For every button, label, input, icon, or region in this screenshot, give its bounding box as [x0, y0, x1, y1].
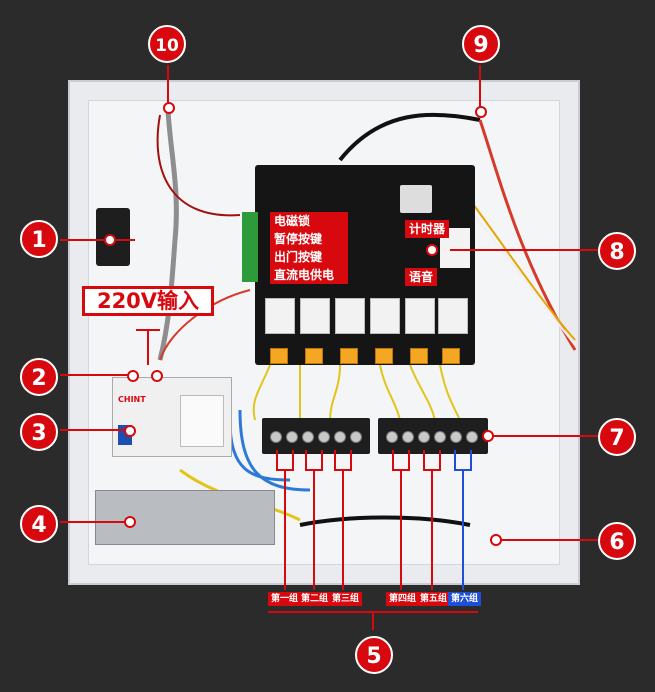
- fuse: [375, 348, 393, 364]
- relay: [265, 298, 295, 334]
- callout-9: 9: [462, 25, 500, 63]
- green-terminal-block: [242, 212, 258, 282]
- connection-point: [490, 534, 502, 546]
- group-label-3: 第三组: [329, 592, 363, 606]
- group-label-2: 第二组: [298, 592, 332, 606]
- connection-point: [426, 244, 438, 256]
- callout-8: 8: [598, 232, 636, 270]
- connection-point: [104, 234, 116, 246]
- fuse: [340, 348, 358, 364]
- breaker-brand: CHINT: [118, 395, 146, 404]
- input-voltage-label: 220V输入: [82, 286, 214, 316]
- connection-point: [163, 102, 175, 114]
- group-label-6: 第六组: [448, 592, 482, 606]
- label-exit-button: 出门按键: [270, 248, 348, 266]
- terminal-screw: [466, 431, 478, 443]
- relay: [300, 298, 330, 334]
- relay: [335, 298, 365, 334]
- terminal-screw: [386, 431, 398, 443]
- group-label-1: 第一组: [268, 592, 302, 606]
- power-socket: [180, 395, 224, 447]
- callout-2: 2: [20, 358, 58, 396]
- callout-3: 3: [20, 413, 58, 451]
- callout-4: 4: [20, 505, 58, 543]
- fuse: [442, 348, 460, 364]
- terminal-screw: [402, 431, 414, 443]
- label-voice: 语音: [405, 268, 438, 286]
- label-timer: 计时器: [405, 220, 450, 238]
- terminal-screw: [450, 431, 462, 443]
- callout-7: 7: [598, 418, 636, 456]
- group-label-5: 第五组: [417, 592, 451, 606]
- label-electromagnetic-lock: 电磁锁: [270, 212, 348, 230]
- terminal-screw: [318, 431, 330, 443]
- label-pause-button: 暂停按键: [270, 230, 348, 248]
- connection-point: [482, 430, 494, 442]
- relay: [405, 298, 435, 334]
- terminal-screw: [434, 431, 446, 443]
- terminal-screw: [270, 431, 282, 443]
- terminal-screw: [302, 431, 314, 443]
- terminal-screw: [350, 431, 362, 443]
- callout-1: 1: [20, 220, 58, 258]
- terminal-screw: [418, 431, 430, 443]
- relay: [370, 298, 400, 334]
- terminal-screw: [286, 431, 298, 443]
- callout-6: 6: [598, 522, 636, 560]
- relay: [438, 298, 468, 334]
- fuse: [410, 348, 428, 364]
- terminal-screw: [334, 431, 346, 443]
- fuse: [270, 348, 288, 364]
- callout-10: 10: [148, 25, 186, 63]
- connection-point: [124, 516, 136, 528]
- wifi-module: [400, 185, 432, 213]
- fuse: [305, 348, 323, 364]
- label-dc-power: 直流电供电: [270, 266, 348, 284]
- connection-point: [475, 106, 487, 118]
- connection-point: [127, 370, 139, 382]
- connection-point: [151, 370, 163, 382]
- group-label-4: 第四组: [386, 592, 420, 606]
- connection-point: [124, 425, 136, 437]
- callout-5: 5: [355, 636, 393, 674]
